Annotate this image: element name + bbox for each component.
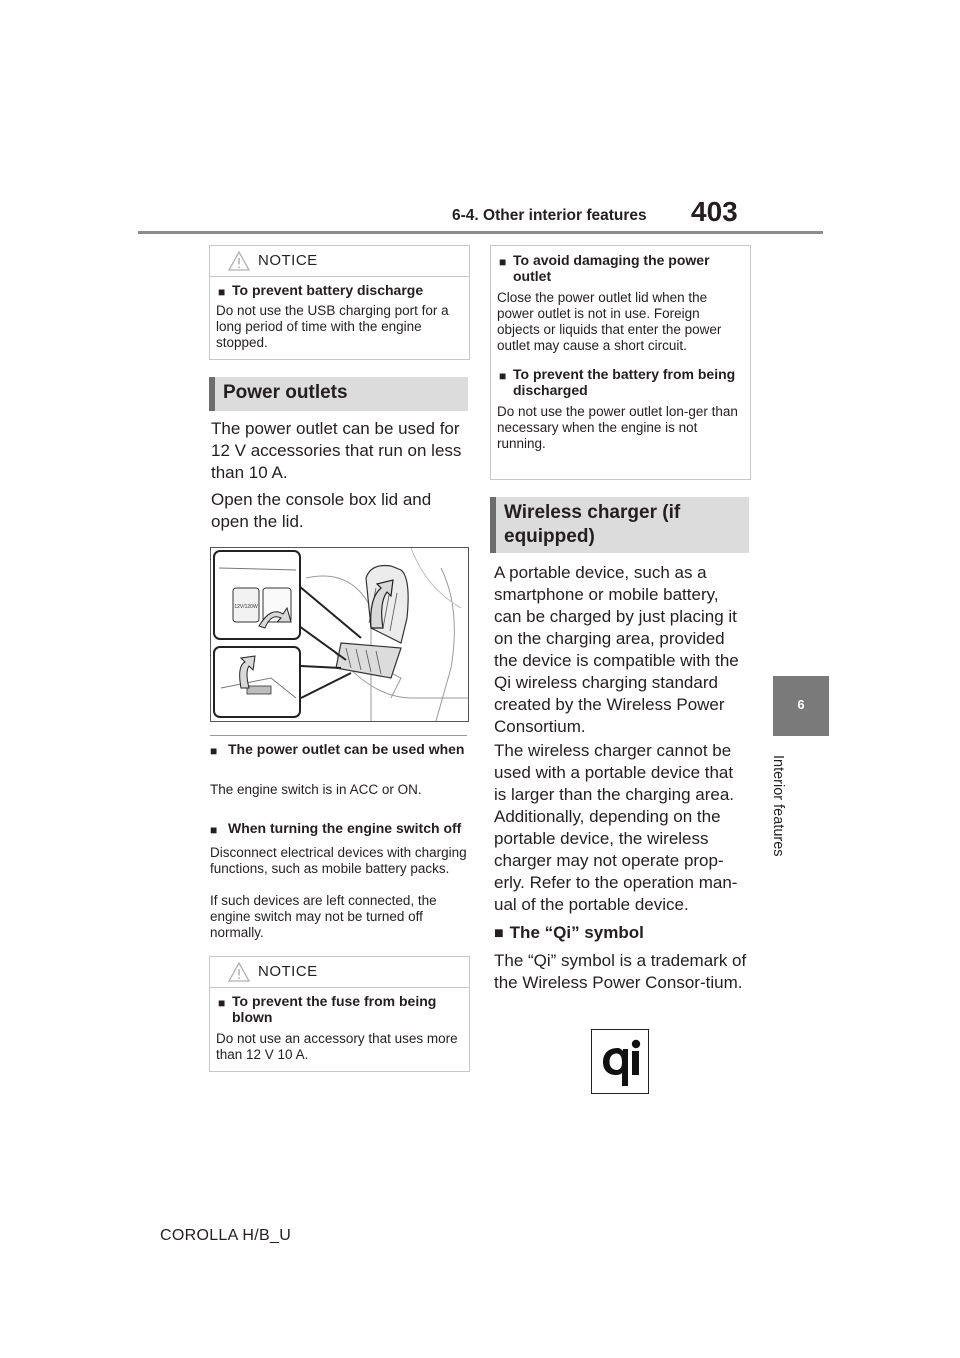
qi-paragraph: The “Qi” symbol is a trademark of the Wi…: [494, 951, 747, 992]
notice-text: Do not use the USB charging port for a l…: [216, 303, 449, 350]
chapter-number: 6: [797, 697, 805, 712]
qi-heading-text: The “Qi” symbol: [509, 923, 644, 942]
note-text-switch-off-2: If such devices are left connected, the …: [210, 893, 437, 940]
square-bullet-icon: ■: [499, 255, 507, 269]
notice-heading-text: To prevent the fuse from being blown: [232, 993, 437, 1025]
section-heading-text: Power outlets: [223, 382, 348, 403]
chapter-tab: [773, 676, 829, 736]
section-title: 6-4. Other interior features: [452, 207, 647, 224]
notice-heading-text: To prevent battery discharge: [232, 282, 424, 298]
notice-heading-discharge: ■ To prevent the battery from being disch…: [495, 366, 744, 398]
notice-heading-damage: ■ To avoid damaging the power outlet: [495, 252, 744, 284]
warning-triangle-icon: [228, 251, 250, 271]
notice-text-discharge: Do not use the power outlet lon-ger than…: [497, 404, 738, 451]
square-bullet-icon: ■: [218, 285, 226, 299]
wireless-paragraph-1: A portable device, such as a smartphone …: [494, 563, 739, 736]
note-heading-text: When turning the engine switch off: [228, 820, 462, 836]
qi-logo-graphic: [603, 1039, 641, 1086]
square-bullet-icon: ■: [218, 996, 226, 1010]
notice-header: NOTICE: [210, 957, 469, 988]
notice-title: NOTICE: [258, 252, 318, 269]
notice-title: NOTICE: [258, 963, 318, 980]
square-bullet-icon: ■: [494, 925, 504, 942]
power-outlets-instruction: Open the console box lid and open the li…: [211, 490, 432, 531]
section-heading-power-outlets: Power outlets: [209, 377, 468, 411]
notice-text: Do not use an accessory that uses more t…: [216, 1031, 458, 1062]
power-outlets-paragraph: The power outlet can be used for 12 V ac…: [211, 419, 462, 482]
warning-triangle-icon: [228, 962, 250, 982]
square-bullet-icon: ■: [499, 369, 507, 383]
footer-model: COROLLA H/B_U: [160, 1227, 292, 1244]
notice-heading: ■ To prevent the fuse from being blown: [214, 993, 463, 1025]
notice-box-continued: ■ To avoid damaging the power outlet Clos…: [490, 245, 751, 480]
section-heading-wireless-charger: Wireless charger (if equipped): [490, 497, 749, 553]
notice-box-battery: NOTICE ■ To prevent battery discharge Do …: [209, 245, 470, 360]
header-rule: [138, 231, 823, 234]
notice-heading-text: To prevent the battery from being discha…: [513, 366, 736, 398]
square-bullet-icon: ■: [210, 823, 218, 837]
notice-box-fuse: NOTICE ■ To prevent the fuse from being b…: [209, 956, 470, 1072]
qi-heading: ■ The “Qi” symbol: [494, 922, 750, 945]
section-heading-text: Wireless charger (if equipped): [504, 502, 681, 547]
page-number: 403: [691, 196, 738, 227]
note-heading-usable: ■ The power outlet can be used when: [210, 741, 483, 758]
chapter-label: Interior features: [766, 755, 792, 875]
console-diagram: 12V/120W: [213, 548, 468, 721]
note-heading-text: The power outlet can be used when: [228, 741, 465, 757]
notice-heading-text: To avoid damaging the power outlet: [513, 252, 710, 284]
chapter-label-text: Interior features: [770, 755, 786, 857]
power-outlet-illustration: 12V/120W: [210, 547, 469, 722]
notice-text-damage: Close the power outlet lid when the powe…: [497, 290, 722, 353]
divider-rule: [210, 735, 467, 736]
note-text-switch-off-1: Disconnect electrical devices with charg…: [210, 845, 467, 876]
outlet-label: 12V/120W: [234, 604, 258, 610]
qi-logo-icon: [591, 1029, 649, 1094]
notice-heading: ■ To prevent battery discharge: [214, 282, 469, 299]
notice-header: NOTICE: [210, 246, 469, 277]
note-text-usable: The engine switch is in ACC or ON.: [210, 782, 422, 797]
wireless-paragraph-2: The wireless charger cannot be used with…: [494, 741, 738, 914]
note-heading-switch-off: ■ When turning the engine switch off: [210, 820, 485, 837]
square-bullet-icon: ■: [210, 744, 218, 758]
